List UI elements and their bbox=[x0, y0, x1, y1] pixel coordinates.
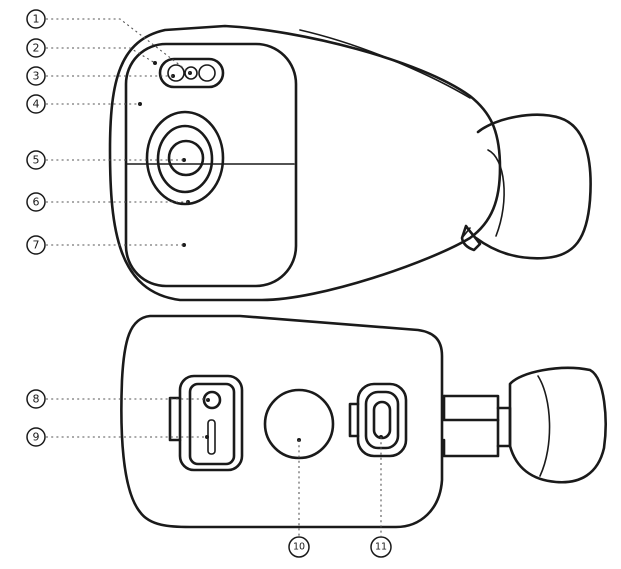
callout-1-text: 1 bbox=[33, 13, 40, 26]
callout-8: 8 bbox=[26, 389, 46, 409]
reset-button bbox=[202, 390, 222, 410]
leader-line-1 bbox=[46, 18, 191, 74]
port-cover-outer bbox=[178, 374, 244, 472]
callout-5-text: 5 bbox=[33, 154, 40, 167]
usb-cover-inner bbox=[364, 390, 400, 450]
back-body bbox=[120, 314, 444, 529]
camera-front-view bbox=[46, 18, 592, 302]
callout-10: 10 bbox=[288, 536, 310, 558]
mount-neck-detail bbox=[461, 227, 471, 239]
usb-cover-outer bbox=[356, 382, 408, 458]
mount-cup-rim bbox=[487, 149, 505, 237]
sensor-bar bbox=[158, 57, 225, 89]
callout-2-text: 2 bbox=[33, 42, 40, 55]
callout-labels: 1 2 3 4 5 6 7 8 bbox=[26, 9, 392, 558]
sensor-mid bbox=[184, 66, 198, 80]
leader-dot-2 bbox=[153, 61, 157, 65]
port-cover-tab bbox=[168, 396, 182, 442]
back-mount-stem-lower bbox=[442, 394, 500, 458]
leader-dot-8 bbox=[206, 398, 210, 402]
back-mount-cup bbox=[508, 366, 607, 484]
callout-1: 1 bbox=[26, 9, 46, 29]
leader-dot-9 bbox=[205, 435, 209, 439]
leader-dot-3 bbox=[171, 74, 175, 78]
callout-6-text: 6 bbox=[33, 196, 40, 209]
back-mount-stem bbox=[442, 394, 500, 422]
sd-card-slot bbox=[207, 419, 216, 455]
usb-c-port bbox=[372, 400, 392, 440]
camera-housing bbox=[108, 24, 502, 302]
sensor-left bbox=[167, 64, 185, 82]
lens-bezel-inner bbox=[156, 124, 214, 194]
callout-11-text: 11 bbox=[375, 542, 387, 553]
camera-back-view bbox=[46, 314, 607, 536]
lens-bezel-outer bbox=[145, 110, 225, 206]
housing-seam bbox=[299, 29, 471, 99]
callout-10-text: 10 bbox=[293, 542, 305, 553]
back-mount-arm bbox=[496, 406, 512, 448]
front-face-plate bbox=[124, 42, 298, 288]
callout-9: 9 bbox=[26, 427, 46, 447]
back-mount-cup-rim bbox=[537, 375, 551, 477]
callout-3-text: 3 bbox=[33, 70, 40, 83]
callout-7-text: 7 bbox=[33, 239, 40, 252]
lens-glass bbox=[167, 139, 205, 177]
port-cover-inner bbox=[188, 382, 236, 466]
callout-6: 6 bbox=[26, 192, 46, 212]
callout-2: 2 bbox=[26, 38, 46, 58]
callout-8-text: 8 bbox=[33, 393, 40, 406]
callout-11: 11 bbox=[370, 536, 392, 558]
mount-cup bbox=[474, 113, 592, 260]
callout-7: 7 bbox=[26, 235, 46, 255]
leader-dot-7 bbox=[182, 243, 186, 247]
callout-4: 4 bbox=[26, 94, 46, 114]
callout-9-text: 9 bbox=[33, 431, 40, 444]
leader-line-2 bbox=[46, 47, 156, 64]
callout-3: 3 bbox=[26, 66, 46, 86]
sensor-right bbox=[198, 64, 216, 82]
usb-cover-tab bbox=[348, 402, 360, 438]
mount-point bbox=[263, 388, 335, 460]
callout-5: 5 bbox=[26, 150, 46, 170]
leader-dot-5 bbox=[182, 158, 186, 162]
callout-4-text: 4 bbox=[33, 98, 40, 111]
